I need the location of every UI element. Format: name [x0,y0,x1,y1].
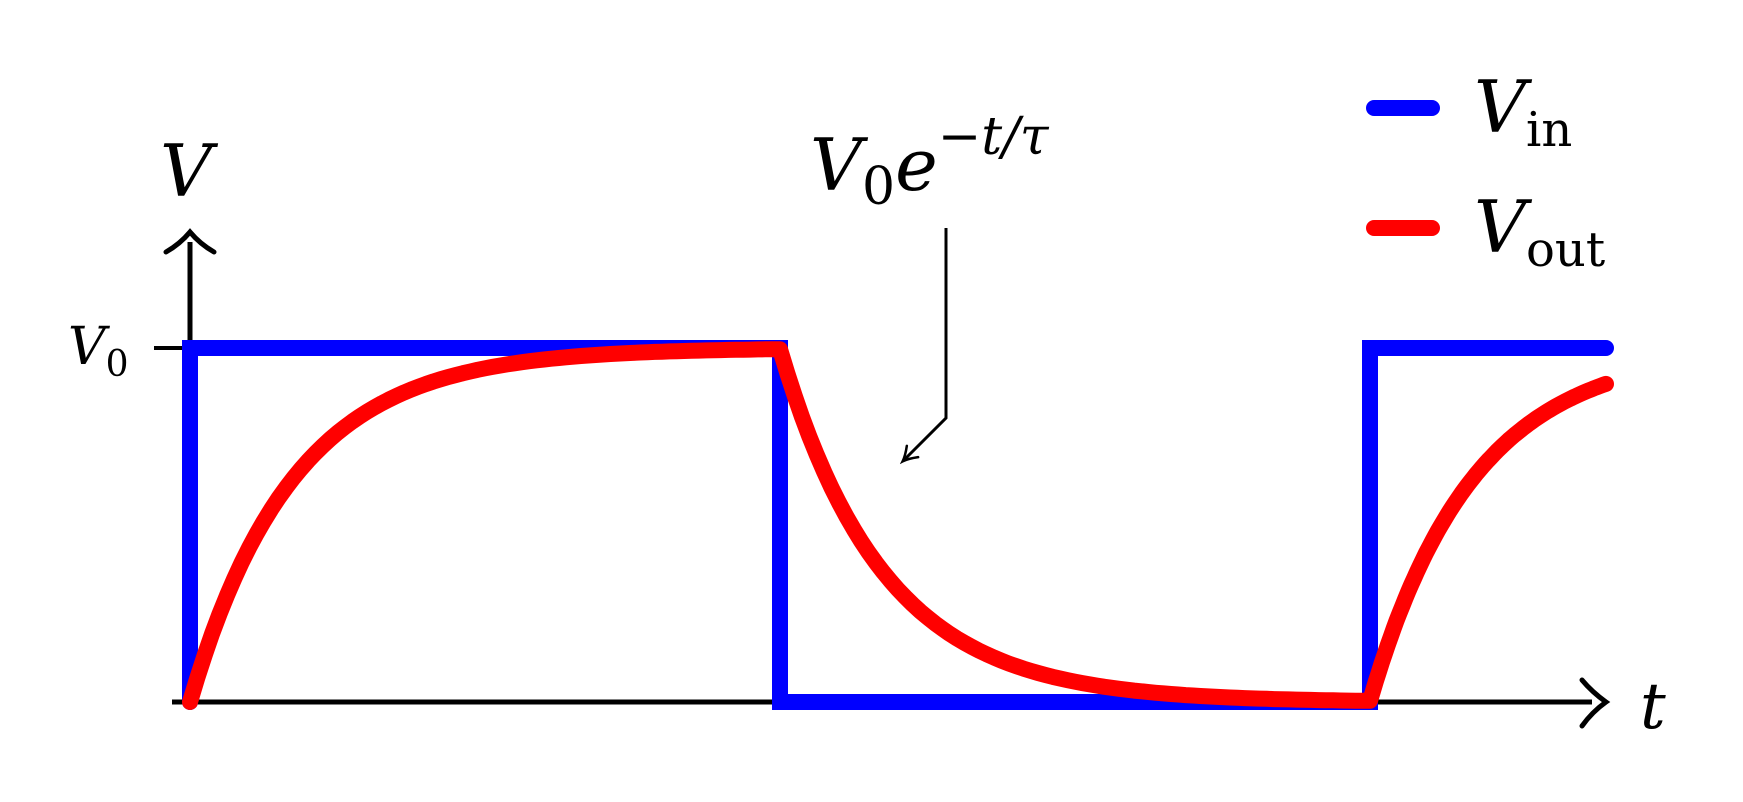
y-axis-label: V [160,129,219,213]
series-line-vin [182,340,1614,710]
y-tick-label: V0 [68,317,128,385]
legend-label-vin: Vin [1474,65,1572,158]
y-axis-arrow-icon [163,228,217,255]
x-axis-arrow-icon [1579,677,1611,729]
x-axis-label: t [1640,670,1666,744]
series-line-vout [182,341,1614,710]
plot-series [182,340,1614,710]
legend: Vin Vout [1366,65,1605,278]
legend-label-vout: Vout [1474,185,1605,278]
decay-annotation: V0e−t/τ [810,107,1050,465]
annotation-pointer-arrow [899,228,948,465]
annotation-label: V0e−t/τ [810,107,1050,217]
